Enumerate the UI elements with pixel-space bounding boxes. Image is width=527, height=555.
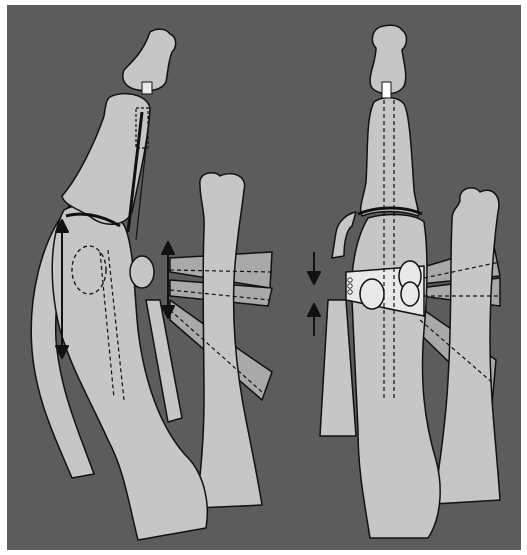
left-sesamoid	[130, 256, 154, 288]
right-marker-distal	[382, 82, 391, 98]
right-sesamoid-lower	[401, 282, 419, 306]
left-marker-distal	[142, 82, 152, 94]
right-marker-dots	[348, 278, 352, 294]
right-sesamoid-left	[360, 279, 384, 309]
